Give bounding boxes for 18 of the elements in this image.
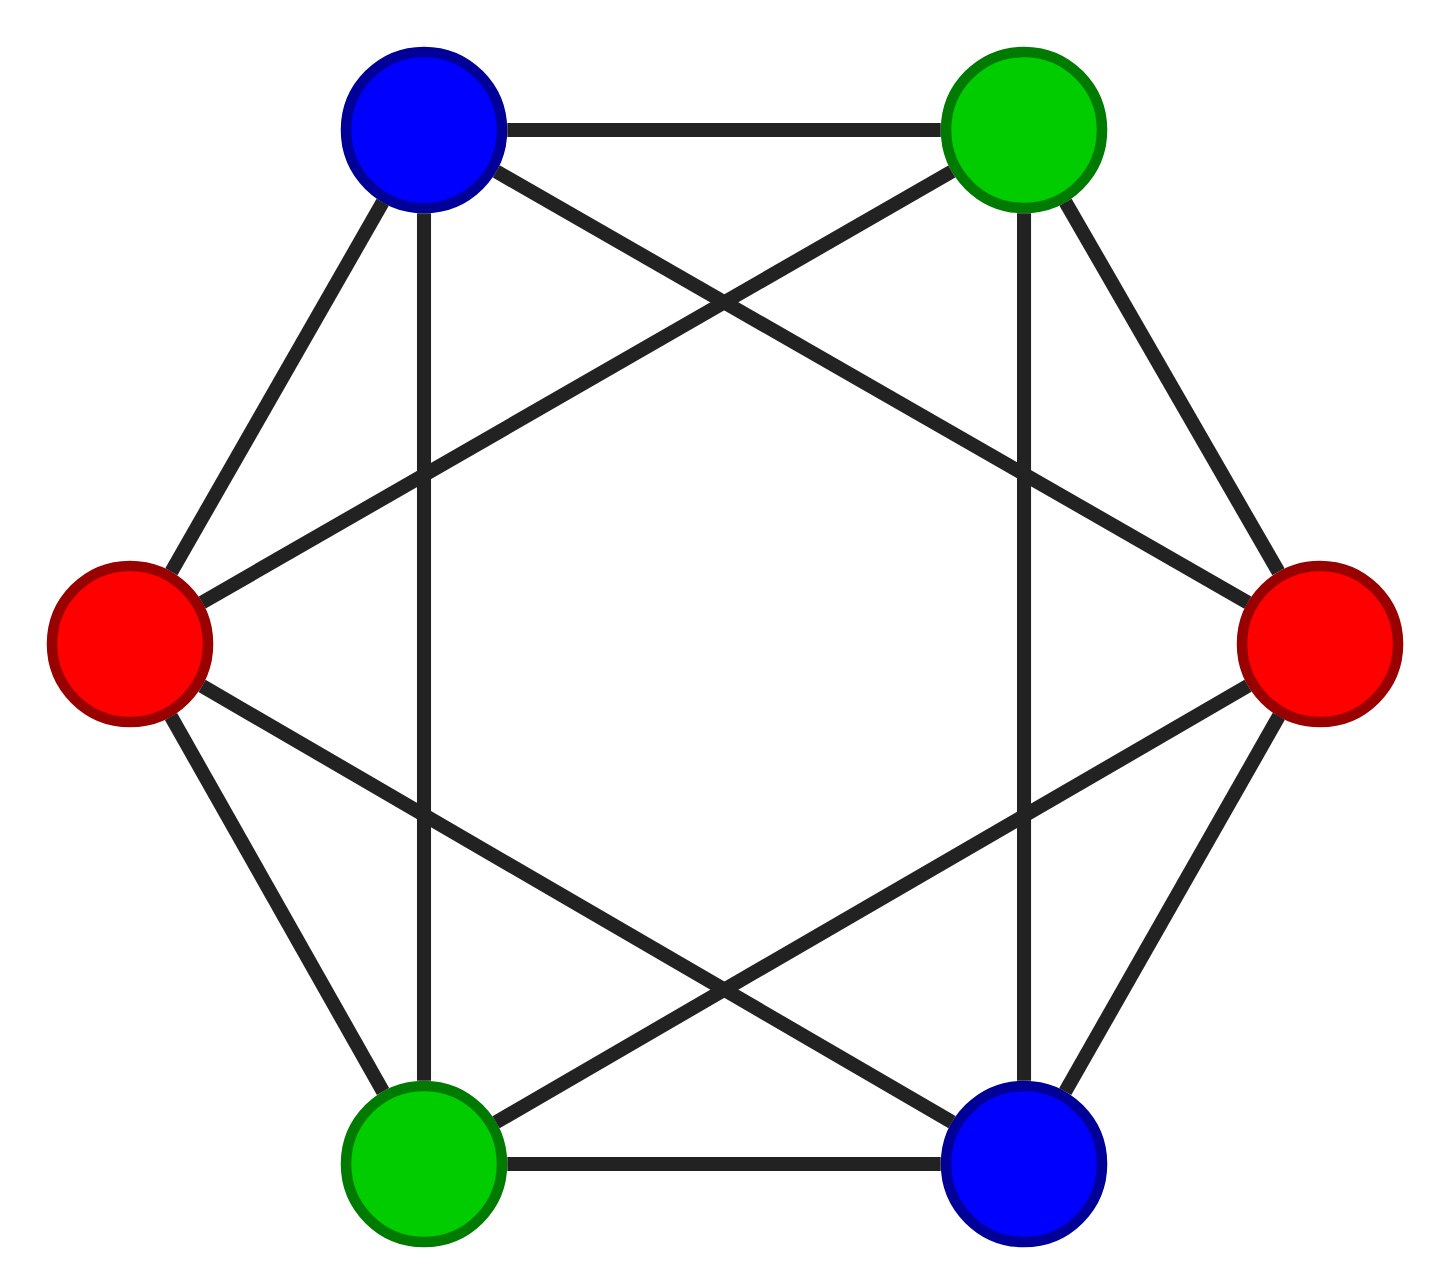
vertex-circle (340, 46, 508, 214)
edge-line (164, 713, 390, 1095)
edge-line (492, 679, 1252, 1129)
vertex-circle (340, 1080, 508, 1248)
edge-line (417, 213, 432, 1081)
vertex-circle (46, 560, 214, 728)
vertex-circle (940, 46, 1108, 214)
edge-line (492, 165, 1252, 609)
vertex-circle (1236, 560, 1404, 728)
edge-line (507, 1156, 941, 1171)
edge-line (198, 165, 956, 609)
edge-line (1059, 198, 1285, 576)
edge-line (507, 122, 941, 138)
edge-line (1059, 712, 1285, 1096)
edge-line (165, 198, 389, 576)
vertex-circle (940, 1080, 1108, 1248)
edge-line (1017, 213, 1032, 1081)
edge-line (198, 679, 956, 1129)
